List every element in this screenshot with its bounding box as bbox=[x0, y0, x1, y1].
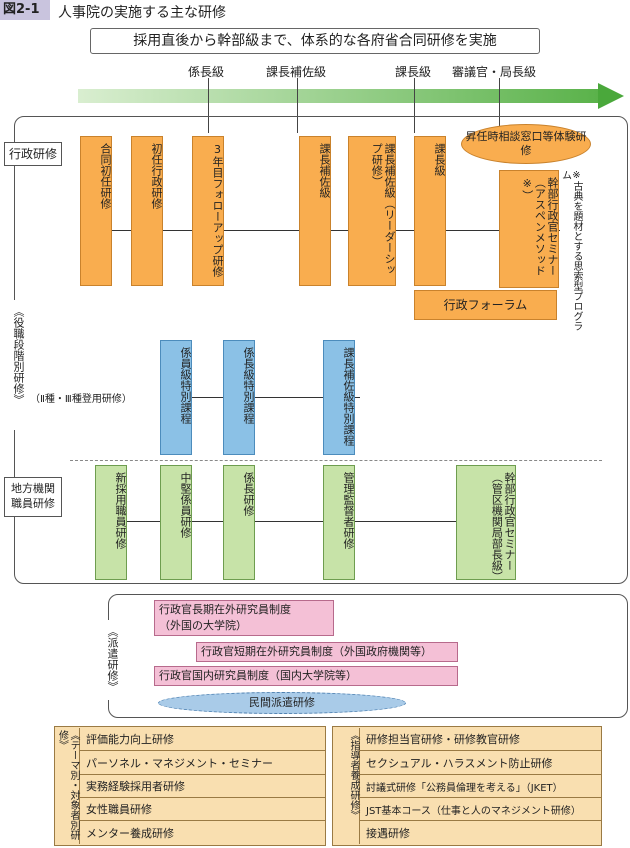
shido-item-5: 接遇研修 bbox=[366, 827, 410, 840]
box-kakaricho: 係長研修 bbox=[223, 465, 255, 580]
box-kokunai: 行政官国内研究員制度（国内大学院等） bbox=[154, 666, 458, 686]
box-godo-shonin: 合同初任研修 bbox=[80, 136, 112, 286]
shido-item-1: 研修担当官研修・研修教官研修 bbox=[360, 727, 601, 751]
box-shonin-gyosei: 初任行政研修 bbox=[131, 136, 163, 286]
arrow-head-icon bbox=[598, 83, 624, 109]
tick-kakaricho bbox=[208, 78, 209, 133]
label-gyosei: 行政研修 bbox=[4, 142, 62, 166]
theme-item-1: 評価能力向上研修 bbox=[80, 727, 325, 751]
box-chouki-sub: （外国の大学院） bbox=[159, 619, 247, 632]
box-tanki: 行政官短期在外研究員制度（外国政府機関等） bbox=[196, 642, 458, 662]
grade-kacho: 課長級 bbox=[395, 65, 432, 79]
banner: 採用直後から幹部級まで、体系的な各府省合同研修を実施 bbox=[90, 28, 540, 54]
box-forum: 行政フォーラム bbox=[414, 290, 557, 320]
theme-item-3: 実務経験採用者研修 bbox=[80, 775, 325, 798]
tick-shingikan bbox=[499, 78, 500, 128]
note-koten: ※古典を題材とする思索型プログラム bbox=[559, 170, 583, 331]
label-yakushoku: 《役職段階別研修》 bbox=[2, 300, 25, 430]
label-theme: 《テーマ別・対象者別研修》 bbox=[54, 728, 80, 844]
box-kanku-seminar: 幹部行政官セミナー（管区機関局部長級） bbox=[456, 465, 516, 582]
theme-item-4: 女性職員研修 bbox=[80, 798, 325, 821]
divider bbox=[70, 460, 602, 461]
grade-kachohosa: 課長補佐級 bbox=[266, 65, 327, 79]
box-kakariin-tokubetsu: 係員級特別課程 bbox=[160, 340, 192, 455]
tick-kachohosa bbox=[297, 78, 298, 133]
box-kachohosa: 課長補佐級 bbox=[299, 136, 331, 286]
label-haken: 《派遣研修》 bbox=[96, 620, 119, 700]
shido-item-3: 討議式研修「公務員倫理を考える」（JKET） bbox=[360, 775, 601, 798]
grade-shingikan: 審議官・局長級 bbox=[452, 65, 537, 79]
box-chouki: 行政官長期在外研究員制度 （外国の大学院） bbox=[154, 600, 334, 636]
box-kanbu-seminar: 幹部行政官セミナー（アスペンメソッド※） bbox=[499, 170, 559, 288]
box-chouki-title: 行政官長期在外研究員制度 bbox=[159, 603, 291, 616]
label-chiho: 地方機関職員研修 bbox=[4, 477, 62, 517]
theme-item-5: メンター養成研修 bbox=[86, 827, 174, 840]
grade-kakaricho: 係長級 bbox=[188, 65, 225, 79]
box-kakaricho-tokubetsu: 係長級特別課程 bbox=[223, 340, 255, 455]
figure-title: 人事院の実施する主な研修 bbox=[58, 5, 226, 21]
tick-kacho bbox=[414, 78, 415, 133]
box-kacho: 課長級 bbox=[414, 136, 446, 286]
box-hosa-tokubetsu: 課長補佐級特別課程 bbox=[323, 340, 355, 455]
box-kanri-kantoku: 管理監督者研修 bbox=[323, 465, 355, 580]
figure-label: 図2-1 bbox=[0, 0, 50, 20]
oval-minkan: 民間派遣研修 bbox=[158, 692, 406, 714]
gyosei-line bbox=[80, 230, 500, 231]
label-shu: （Ⅱ種・Ⅲ種登用研修） bbox=[30, 390, 132, 405]
oval-shonin-sodan: 昇任時相談窓口等体験研修 bbox=[461, 124, 591, 164]
box-chuken: 中堅係員研修 bbox=[160, 465, 192, 580]
box-shinsaiyo: 新採用職員研修 bbox=[95, 465, 127, 580]
box-leadership: 課長補佐級（リーダーシップ研修） bbox=[348, 136, 396, 286]
progression-arrow bbox=[78, 89, 600, 103]
shido-table bbox=[332, 726, 602, 846]
box-3nenme: 3年目フォローアップ研修 bbox=[192, 136, 224, 286]
theme-item-2: パーソネル・マネジメント・セミナー bbox=[80, 751, 325, 775]
shido-item-2: セクシュアル・ハラスメント防止研修 bbox=[360, 751, 601, 775]
chiho-line bbox=[95, 521, 515, 522]
label-shido: 《指導者養成研修》 bbox=[332, 728, 360, 844]
ii-line bbox=[160, 397, 360, 398]
theme-table bbox=[54, 726, 326, 846]
shido-item-4: JST基本コース（仕事と人のマネジメント研修） bbox=[360, 798, 601, 821]
